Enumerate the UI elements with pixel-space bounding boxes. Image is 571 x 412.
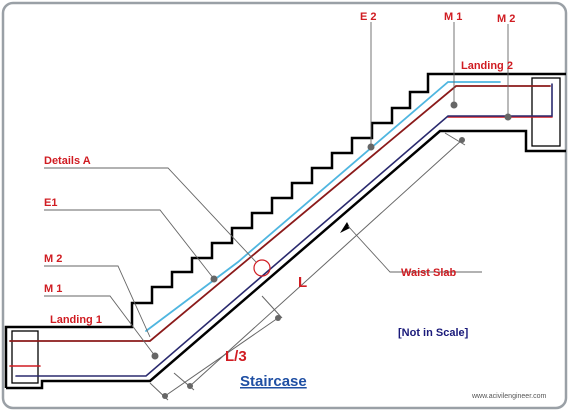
leader-details-a bbox=[44, 167, 257, 263]
diagram-title: Staircase bbox=[240, 373, 307, 390]
upper-landing-end-block bbox=[531, 77, 561, 147]
waist-slab-arrow bbox=[340, 222, 350, 233]
label-m2-top: M 2 bbox=[497, 13, 515, 25]
label-waist-slab: Waist Slab bbox=[401, 267, 456, 279]
label-m2-left: M 2 bbox=[44, 253, 62, 265]
leader-lines bbox=[44, 22, 509, 357]
label-span-l3: L/3 bbox=[225, 348, 247, 365]
concrete-outline bbox=[4, 72, 566, 390]
dim-tick-3 bbox=[261, 295, 283, 319]
label-m1-left: M 1 bbox=[44, 283, 62, 295]
dim-tick-2 bbox=[173, 372, 195, 391]
label-e1: E1 bbox=[44, 197, 57, 209]
leader-waist-slab bbox=[347, 225, 482, 273]
dim-tick-4 bbox=[444, 132, 466, 146]
leader-e1 bbox=[44, 209, 215, 280]
dim-l-line bbox=[189, 139, 463, 387]
dimension-lines bbox=[149, 132, 466, 401]
label-details-a: Details A bbox=[44, 155, 91, 167]
bar-brown bbox=[9, 85, 551, 342]
bar-e2-cyan bbox=[145, 81, 501, 332]
dim-tick-1 bbox=[149, 382, 169, 401]
label-landing-1: Landing 1 bbox=[50, 314, 102, 326]
leader-m2-left bbox=[44, 265, 151, 338]
website-credit: www.acivilengineer.com bbox=[471, 393, 546, 400]
leader-m1-left bbox=[44, 295, 156, 357]
label-landing-2: Landing 2 bbox=[461, 60, 513, 72]
reinforcement bbox=[9, 81, 553, 377]
label-m1-top: M 1 bbox=[444, 11, 462, 23]
label-e2: E 2 bbox=[360, 11, 377, 23]
stair-bottom-surface bbox=[6, 129, 566, 390]
bar-bottom-navy bbox=[15, 83, 553, 377]
label-not-in-scale: [Not in Scale] bbox=[398, 327, 469, 339]
dim-l3-line bbox=[164, 317, 279, 397]
stair-top-surface bbox=[4, 72, 566, 388]
details-a-circle bbox=[253, 259, 271, 277]
label-span-l: L bbox=[298, 274, 307, 291]
lower-landing-end-block bbox=[11, 330, 39, 384]
